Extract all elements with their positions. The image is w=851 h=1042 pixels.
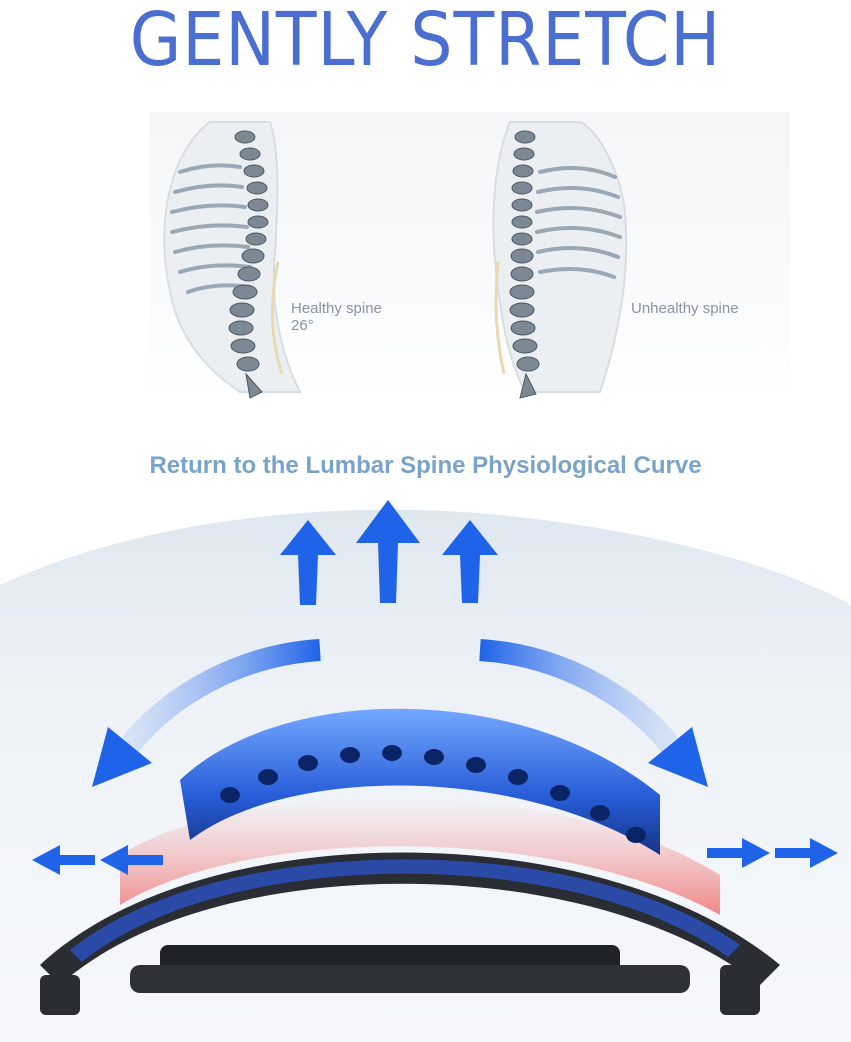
arrow-up-icon [280,520,336,605]
unhealthy-spine-illustration [492,121,628,399]
subtitle: Return to the Lumbar Spine Physiological… [149,452,702,479]
arrow-up-icon [356,500,420,603]
healthy-spine-illustration [163,121,302,399]
curved-arrow-right-icon [479,639,708,787]
unhealthy-spine-caption: Unhealthy spine [631,300,739,317]
arrow-right-icon [707,838,770,868]
curved-arrow-left-icon [92,639,321,787]
healthy-spine-label: Healthy spine [291,300,382,317]
arrow-left-icon [100,845,163,875]
back-stretcher-scene [0,500,851,1042]
back-stretcher [40,852,780,1015]
unhealthy-spine-label: Unhealthy spine [631,300,739,317]
glowing-spine [180,708,660,855]
spine-comparison-panel: Healthy spine 26° Unhealthy spine [150,112,790,402]
arrow-left-icon [32,845,95,875]
healthy-spine-caption: Healthy spine 26° [291,300,382,334]
headline: GENTLY STRETCH [129,0,722,83]
pressure-glow [120,797,720,915]
arrow-right-icon [775,838,838,868]
healthy-spine-angle: 26° [291,317,314,334]
arrow-up-icon [442,520,498,603]
